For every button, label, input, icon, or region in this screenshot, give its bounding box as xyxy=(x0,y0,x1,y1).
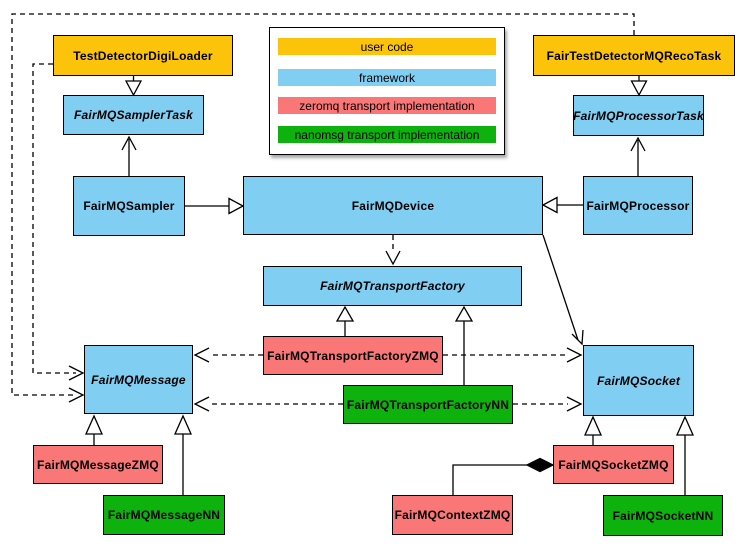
class-box-fairmq-transport-factory-nn: FairMQTransportFactoryNN xyxy=(343,385,513,424)
class-label: FairMQSocketNN xyxy=(612,508,714,523)
class-box-fairmq-transport-factory-zmq: FairMQTransportFactoryZMQ xyxy=(263,336,443,375)
connector-factoryzmq-factory-generalization xyxy=(335,305,355,336)
legend-label: framework xyxy=(358,70,415,85)
class-box-fairmq-sampler-task: FairMQSamplerTask xyxy=(63,95,204,135)
connector-sampler-device-generalization xyxy=(185,197,245,215)
legend-label: nanomsg transport implementation xyxy=(294,127,480,142)
class-box-fairmq-message: FairMQMessage xyxy=(84,345,193,414)
class-box-fairmq-processor: FairMQProcessor xyxy=(583,176,693,235)
class-label: FairMQDevice xyxy=(351,198,435,213)
class-label: FairMQSocket xyxy=(596,373,681,388)
connector-factoryzmq-message-dependency xyxy=(193,347,263,363)
legend-item-user-code: user code xyxy=(278,38,496,55)
class-label: FairMQMessageZMQ xyxy=(37,457,159,472)
class-box-fair-test-detector-mq-reco-task: FairTestDetectorMQRecoTask xyxy=(533,35,735,76)
legend-label: zeromq transport implementation xyxy=(299,98,475,113)
class-label: FairMQTransportFactory xyxy=(320,279,465,293)
connector-recotask-processortask-generalization xyxy=(630,76,648,97)
connector-device-socket-arrow xyxy=(542,234,584,346)
class-box-fairmq-sampler: FairMQSampler xyxy=(73,176,185,236)
class-box-fairmq-socket-nn: FairMQSocketNN xyxy=(603,495,723,536)
class-box-fairmq-processor-task: FairMQProcessorTask xyxy=(573,95,704,136)
class-box-fairmq-device: FairMQDevice xyxy=(243,176,543,235)
legend-item-zeromq: zeromq transport implementation xyxy=(278,97,496,114)
class-box-fairmq-context-zmq: FairMQContextZMQ xyxy=(392,495,513,535)
class-label: FairMQContextZMQ xyxy=(394,508,511,522)
class-label: TestDetectorDigiLoader xyxy=(73,48,213,63)
class-label: FairMQProcessor xyxy=(586,198,690,213)
connector-digiloader-samplertask-generalization xyxy=(124,76,143,97)
class-label: FairMQSocketZMQ xyxy=(558,457,669,472)
connector-socketzmq-socket-generalization xyxy=(583,415,603,445)
connector-messagezmq-message-generalization xyxy=(84,414,104,445)
connector-device-transportfactory-dependency xyxy=(385,235,401,266)
class-box-fairmq-socket-zmq: FairMQSocketZMQ xyxy=(553,445,674,484)
class-label: FairMQSamplerTask xyxy=(74,108,193,122)
class-box-fairmq-transport-factory: FairMQTransportFactory xyxy=(263,266,522,306)
connector-factorynn-socket-dependency xyxy=(513,396,583,412)
connector-socketnn-socket-generalization xyxy=(675,415,695,495)
class-label: FairTestDetectorMQRecoTask xyxy=(546,48,722,63)
class-box-test-detector-digi-loader: TestDetectorDigiLoader xyxy=(53,35,233,76)
connector-factorynn-message-dependency xyxy=(193,396,343,412)
class-box-fairmq-message-nn: FairMQMessageNN xyxy=(103,495,225,535)
connector-factorynn-factory-generalization xyxy=(454,305,474,385)
legend-label: user code xyxy=(360,39,414,54)
connector-factoryzmq-socket-dependency xyxy=(443,347,583,363)
connector-messagenn-message-generalization xyxy=(173,414,193,495)
legend: user code framework zeromq transport imp… xyxy=(269,27,505,155)
class-label: FairMQMessageNN xyxy=(107,508,221,522)
connector-contextzmq-socketzmq-composition xyxy=(452,457,555,495)
class-label: FairMQTransportFactoryZMQ xyxy=(267,348,439,363)
connector-processor-processortask-arrow xyxy=(630,136,646,176)
class-label: FairMQProcessorTask xyxy=(573,108,704,123)
class-label: FairMQTransportFactoryNN xyxy=(346,397,510,412)
legend-item-nanomsg: nanomsg transport implementation xyxy=(278,126,496,143)
class-label: FairMQMessage xyxy=(91,372,186,387)
connector-sampler-samplertask-arrow xyxy=(121,135,137,176)
legend-item-framework: framework xyxy=(278,69,496,86)
class-label: FairMQSampler xyxy=(83,199,175,213)
class-box-fairmq-message-zmq: FairMQMessageZMQ xyxy=(33,445,163,484)
class-box-fairmq-socket: FairMQSocket xyxy=(583,345,694,416)
connector-processor-device-generalization xyxy=(541,196,583,214)
